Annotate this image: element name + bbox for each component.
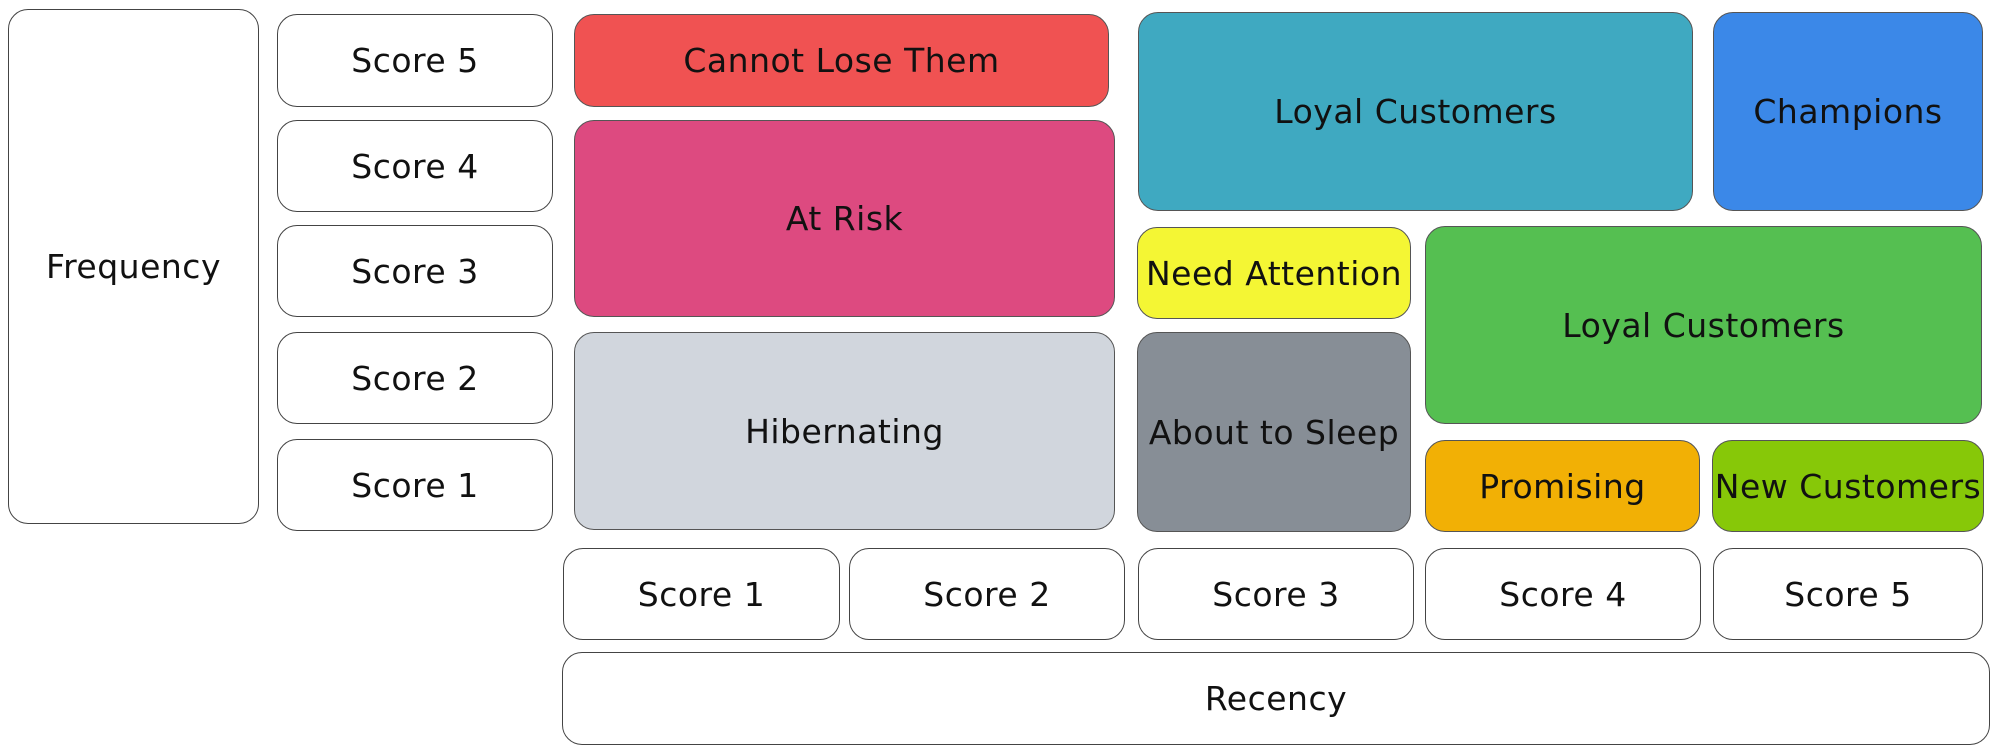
segment-about-to-sleep-label: About to Sleep [1148,412,1400,452]
frequency-score-5: Score 5 [277,14,553,107]
segment-promising: Promising [1425,440,1700,532]
segment-promising-label: Promising [1479,466,1646,506]
segment-at-risk: At Risk [574,120,1115,317]
recency-axis-label: Recency [562,652,1990,745]
recency-score-5-text: Score 5 [1784,574,1912,614]
segment-hibernating-label: Hibernating [745,411,944,451]
frequency-label-text: Frequency [46,247,221,286]
segment-loyal-customers-top: Loyal Customers [1138,12,1693,211]
frequency-axis-label: Frequency [8,9,259,524]
segment-loyal-customers-mid: Loyal Customers [1425,226,1982,424]
recency-score-4-text: Score 4 [1499,574,1627,614]
frequency-score-2-text: Score 2 [351,358,479,398]
segment-hibernating: Hibernating [574,332,1115,530]
segment-new-customers: New Customers [1712,440,1984,532]
segment-champions-label: Champions [1753,92,1943,131]
segment-about-to-sleep: About to Sleep [1137,332,1411,532]
frequency-score-5-text: Score 5 [351,41,479,80]
recency-score-1-text: Score 1 [637,574,766,614]
segment-at-risk-label: At Risk [785,199,904,238]
frequency-score-1-text: Score 1 [351,465,479,505]
segment-need-attention: Need Attention [1137,227,1411,319]
frequency-score-3: Score 3 [277,225,553,317]
recency-score-2: Score 2 [849,548,1125,640]
segment-cannot-lose-them: Cannot Lose Them [574,14,1109,107]
recency-score-2-text: Score 2 [923,574,1051,614]
segment-champions: Champions [1713,12,1983,211]
segment-cannot-lose-them-label: Cannot Lose Them [683,41,1000,80]
recency-score-1: Score 1 [563,548,840,640]
segment-need-attention-label: Need Attention [1145,253,1403,293]
recency-score-5: Score 5 [1713,548,1983,640]
frequency-score-4: Score 4 [277,120,553,212]
segment-new-customers-label: New Customers [1714,466,1982,506]
segment-loyal-customers-top-label: Loyal Customers [1274,92,1557,131]
frequency-score-2: Score 2 [277,332,553,424]
frequency-score-3-text: Score 3 [351,251,479,291]
recency-score-3: Score 3 [1138,548,1414,640]
recency-label-text: Recency [1204,679,1348,718]
frequency-score-4-text: Score 4 [351,146,479,186]
recency-score-4: Score 4 [1425,548,1701,640]
segment-loyal-customers-mid-label: Loyal Customers [1562,305,1845,345]
frequency-score-1: Score 1 [277,439,553,531]
recency-score-3-text: Score 3 [1212,574,1340,614]
